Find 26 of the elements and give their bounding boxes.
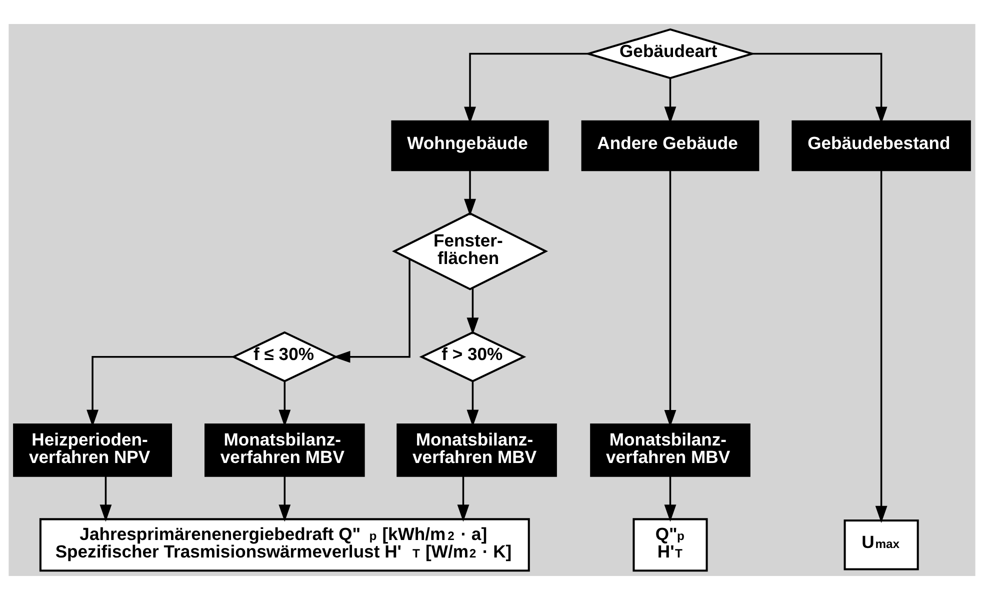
arrow — [752, 52, 888, 124]
arrow — [278, 476, 291, 522]
node-box: Gebäudebestand — [792, 120, 971, 171]
arrow — [466, 380, 479, 426]
node-box: Monatsbilanz- verfahren MBV — [590, 422, 750, 476]
node-box: Umax — [844, 519, 919, 570]
node-box: Wohngebäude — [391, 120, 549, 171]
node-box: Heizperioden- verfahren NPV — [13, 422, 172, 476]
arrow — [86, 355, 234, 426]
node-box: Monatsbilanz- verfahren MBV — [396, 422, 557, 476]
arrow — [875, 170, 888, 522]
arrow — [664, 78, 676, 124]
arrow — [466, 288, 479, 334]
arrow — [464, 170, 476, 216]
arrow — [100, 476, 112, 522]
node-diamond: f ≤ 30% — [231, 330, 338, 382]
arrow — [457, 476, 470, 522]
arrow — [464, 52, 588, 124]
node-box: Andere Gebäude — [581, 120, 760, 171]
node-diamond: f > 30% — [419, 330, 526, 382]
node-diamond: Fenster- flächen — [392, 212, 548, 290]
node-box: Monatsbilanz- verfahren MBV — [204, 422, 365, 476]
arrow — [333, 258, 410, 362]
arrow — [664, 476, 676, 522]
node-box: Q"p H'T — [632, 518, 708, 572]
arrow — [278, 380, 291, 426]
